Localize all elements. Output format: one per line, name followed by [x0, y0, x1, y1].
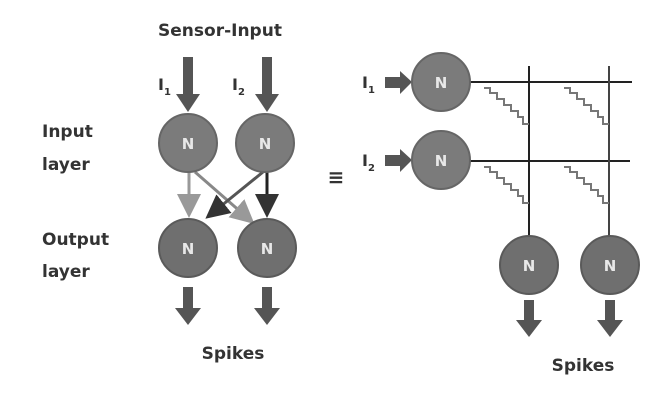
svg-text:N: N [435, 74, 448, 92]
synapse-resistor-1-1 [484, 87, 529, 125]
crossbar-input-arrow-1 [385, 71, 412, 94]
input-arrow-2 [255, 57, 279, 112]
svg-text:N: N [182, 135, 195, 153]
svg-text:N: N [604, 257, 617, 275]
input-layer-label-2: layer [42, 155, 90, 175]
crossbar-spike-arrow-2 [597, 300, 623, 337]
svg-text:N: N [523, 257, 536, 275]
spikes-label-left: Spikes [202, 344, 265, 364]
spikes-label-right: Spikes [552, 356, 615, 376]
crossbar-input-neuron-1: N [411, 52, 471, 112]
crossbar-input-label-i2: I2 [362, 151, 375, 174]
synapse-resistor-2-1 [484, 166, 529, 204]
crossbar-output-neuron-1: N [499, 235, 559, 295]
synapse-resistor-2-2 [564, 166, 609, 204]
svg-text:N: N [261, 240, 274, 258]
crossbar-spike-arrow-1 [516, 300, 542, 337]
left-network: Sensor-Input I1 I2 Input layer Output la… [42, 21, 297, 364]
synapse-resistor-1-2 [564, 87, 609, 125]
sensor-input-title: Sensor-Input [158, 21, 282, 41]
crossbar-input-label-i1: I1 [362, 73, 375, 96]
connection-2-1 [205, 170, 264, 219]
svg-text:N: N [182, 240, 195, 258]
svg-text:N: N [259, 135, 272, 153]
right-crossbar: I1 I2 N N [362, 52, 640, 376]
input-arrow-1 [176, 57, 200, 112]
input-label-i2: I2 [232, 75, 245, 98]
output-neuron-2: N [237, 218, 297, 278]
input-layer-label-1: Input [42, 122, 93, 142]
spike-arrow-1 [175, 287, 201, 325]
output-layer-label-1: Output [42, 230, 109, 250]
input-neuron-1: N [158, 113, 218, 173]
svg-text:N: N [435, 152, 448, 170]
crossbar-input-neuron-2: N [411, 130, 471, 190]
output-layer-label-2: layer [42, 262, 90, 282]
connection-1-2 [194, 170, 255, 224]
crossbar-output-neuron-2: N [580, 235, 640, 295]
input-neuron-2: N [235, 113, 295, 173]
spike-arrow-2 [254, 287, 280, 325]
output-neuron-1: N [158, 218, 218, 278]
equivalence-symbol: ≡ [328, 165, 345, 189]
input-label-i1: I1 [158, 75, 171, 98]
crossbar-input-arrow-2 [385, 149, 412, 172]
